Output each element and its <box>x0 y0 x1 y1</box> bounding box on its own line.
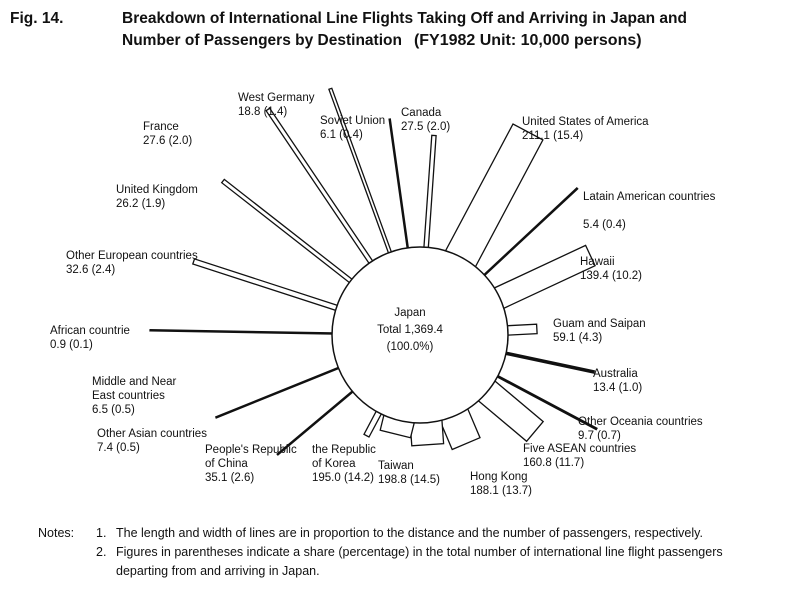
notes: Notes: 1. The length and width of lines … <box>38 524 756 581</box>
route-bar <box>328 87 393 256</box>
destination-value: 27.6 (2.0) <box>143 135 192 147</box>
destination-name: Soviet Union <box>320 115 385 127</box>
destination-value: 13.4 (1.0) <box>593 382 642 394</box>
destination-value: 18.8 (1.4) <box>238 106 287 118</box>
note-number: 2. <box>96 545 107 559</box>
destination-name: Other Asian countries <box>97 428 207 440</box>
route-bar <box>214 365 342 419</box>
destination-value: 7.4 (0.5) <box>97 442 140 454</box>
destination-value: 198.8 (14.5) <box>378 474 440 486</box>
destination-name: African countrie <box>50 325 130 337</box>
japan-circle <box>331 246 509 424</box>
route-bar <box>149 329 335 335</box>
title-line-1: Breakdown of International Line Flights … <box>122 10 687 27</box>
destination-value: 5.4 (0.4) <box>583 219 626 231</box>
route-bar <box>504 323 538 336</box>
destination-value: 211.1 (15.4) <box>522 130 583 142</box>
destination-name: France <box>143 121 179 133</box>
figure-title: Fig. 14. Breakdown of International Line … <box>10 8 687 52</box>
center-name: Japan <box>394 307 425 319</box>
destination-name: Latain American countries <box>583 191 716 203</box>
destination-name: Middle and Near <box>92 376 177 388</box>
route-bar <box>503 351 596 374</box>
center-total: Total 1,369.4 <box>377 324 443 336</box>
route-bar <box>388 118 410 251</box>
destination-name: Hong Kong <box>470 471 528 483</box>
destination-value: 160.8 (11.7) <box>523 457 584 469</box>
notes-heading: Notes: <box>38 526 75 540</box>
destination-name: of China <box>205 458 248 470</box>
destination-value: 6.5 (0.5) <box>92 404 135 416</box>
route-bar <box>423 134 437 251</box>
destination-name: Other European countries <box>66 250 198 262</box>
note-text: The length and width of lines are in pro… <box>116 526 703 540</box>
route-bar <box>444 123 544 268</box>
destination-value: 139.4 (10.2) <box>580 270 642 282</box>
figure-number: Fig. 14. <box>10 10 64 27</box>
destination-name: of Korea <box>312 458 356 470</box>
center-share: (100.0%) <box>387 341 434 353</box>
destination-name: United Kingdom <box>116 184 198 196</box>
title-line-2: Number of Passengers by Destination <box>122 32 402 49</box>
destination-name: Five ASEAN countries <box>523 443 636 455</box>
title-unit: (FY1982 Unit: 10,000 persons) <box>413 32 642 49</box>
note-number: 1. <box>96 526 107 540</box>
radial-flight-diagram: Japan Total 1,369.4 (100.0%) West German… <box>50 87 716 497</box>
destination-name: Taiwan <box>378 460 414 472</box>
destination-value: 188.1 (13.7) <box>470 485 532 497</box>
destination-name: Other Oceania countries <box>578 416 703 428</box>
destination-name: Canada <box>401 107 442 119</box>
destination-value: 59.1 (4.3) <box>553 332 602 344</box>
route-bar <box>220 178 355 285</box>
destination-value: 35.1 (2.6) <box>205 472 254 484</box>
destination-value: 26.2 (1.9) <box>116 198 165 210</box>
destination-labels: West Germany 18.8 (1.4) Soviet Union 6.1 (0… <box>50 92 716 497</box>
destination-name: Guam and Saipan <box>553 318 646 330</box>
destination-name: the Republic <box>312 444 376 456</box>
route-bar <box>191 258 340 312</box>
destination-name: East countries <box>92 390 165 402</box>
note-text: Figures in parentheses indicate a share … <box>116 545 723 578</box>
destination-value: 195.0 (14.2) <box>312 472 374 484</box>
destination-value: 27.5 (2.0) <box>401 121 450 133</box>
destination-value: 6.1 (0.4) <box>320 129 363 141</box>
destination-name: Australia <box>593 368 638 380</box>
destination-name: People's Republic <box>205 444 297 456</box>
destination-value: 9.7 (0.7) <box>578 430 621 442</box>
destination-name: West Germany <box>238 92 315 104</box>
destination-value: 32.6 (2.4) <box>66 264 115 276</box>
destination-value: 0.9 (0.1) <box>50 339 93 351</box>
destination-name: Hawaii <box>580 256 615 268</box>
destination-name: United States of America <box>522 116 649 128</box>
